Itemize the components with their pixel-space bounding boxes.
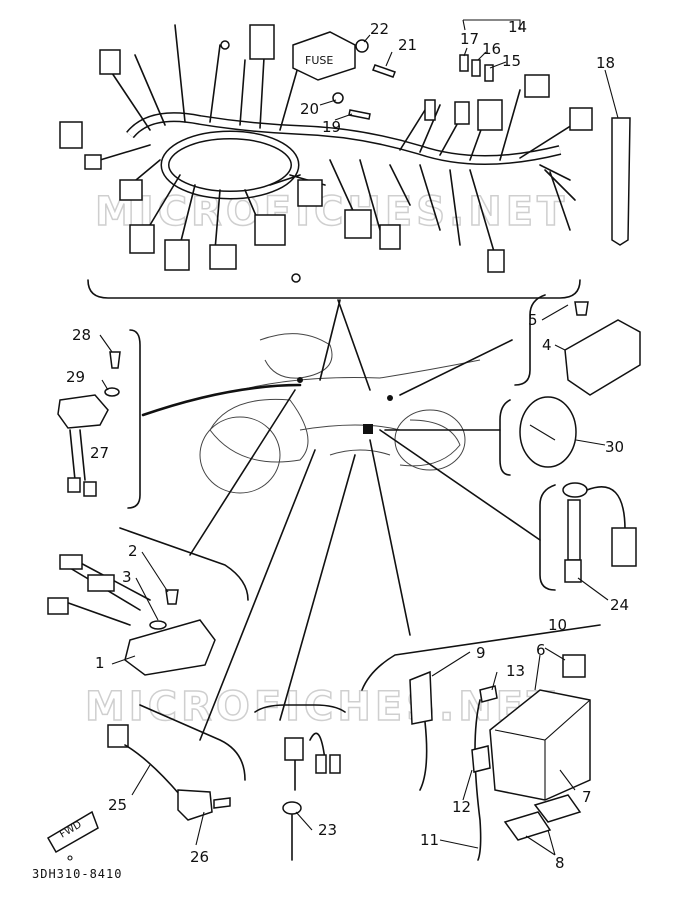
callout-13: 13 — [506, 662, 525, 680]
callout-23: 23 — [318, 821, 337, 839]
gasket-group — [499, 396, 577, 476]
callout-20: 20 — [300, 100, 319, 118]
callout-11: 11 — [420, 831, 439, 849]
callout-2: 2 — [128, 542, 138, 560]
callout-7: 7 — [582, 788, 592, 806]
wire-harness: FUSE — [59, 19, 631, 299]
callout-3: 3 — [122, 568, 132, 586]
callout-4: 4 — [542, 336, 552, 354]
watermark-top: MICROFICHES.NET — [95, 189, 568, 235]
fwd-arrow-icon — [46, 810, 99, 854]
callout-17: 17 — [460, 30, 479, 48]
harness-group-bracket — [87, 279, 581, 299]
callout-leaders — [99, 34, 619, 856]
callout-19: 19 — [322, 118, 341, 136]
callout-15: 15 — [502, 52, 521, 70]
callout-24: 24 — [610, 596, 629, 614]
callout-5: 5 — [528, 311, 538, 329]
sensor-group — [539, 482, 637, 591]
svg-text:FUSE: FUSE — [305, 54, 333, 67]
callout-28: 28 — [72, 326, 91, 344]
callout-labels: 1 2 3 4 5 6 7 8 9 10 11 12 13 14 15 16 1… — [66, 18, 629, 872]
callout-29: 29 — [66, 368, 85, 386]
regulator-group — [47, 527, 249, 676]
callout-25: 25 — [108, 796, 127, 814]
battery-group — [361, 624, 601, 861]
switch-group — [254, 704, 346, 861]
callout-18: 18 — [596, 54, 615, 72]
callout-12: 12 — [452, 798, 471, 816]
reference-code: 3DH310-8410 — [32, 867, 122, 881]
callout-6: 6 — [536, 641, 546, 659]
control-unit — [514, 294, 641, 396]
callout-30: 30 — [605, 438, 624, 456]
callout-22: 22 — [370, 20, 389, 38]
callout-14: 14 — [508, 18, 527, 36]
leader-lines — [141, 299, 541, 741]
relay-group — [57, 329, 141, 509]
callout-8: 8 — [555, 854, 565, 872]
callout-16: 16 — [482, 40, 501, 58]
callout-27: 27 — [90, 444, 109, 462]
callout-26: 26 — [190, 848, 209, 866]
callout-10: 10 — [548, 616, 567, 634]
fuse-box: FUSE — [292, 31, 356, 81]
callout-1: 1 — [95, 654, 105, 672]
callout-9: 9 — [476, 644, 486, 662]
callout-21: 21 — [398, 36, 417, 54]
